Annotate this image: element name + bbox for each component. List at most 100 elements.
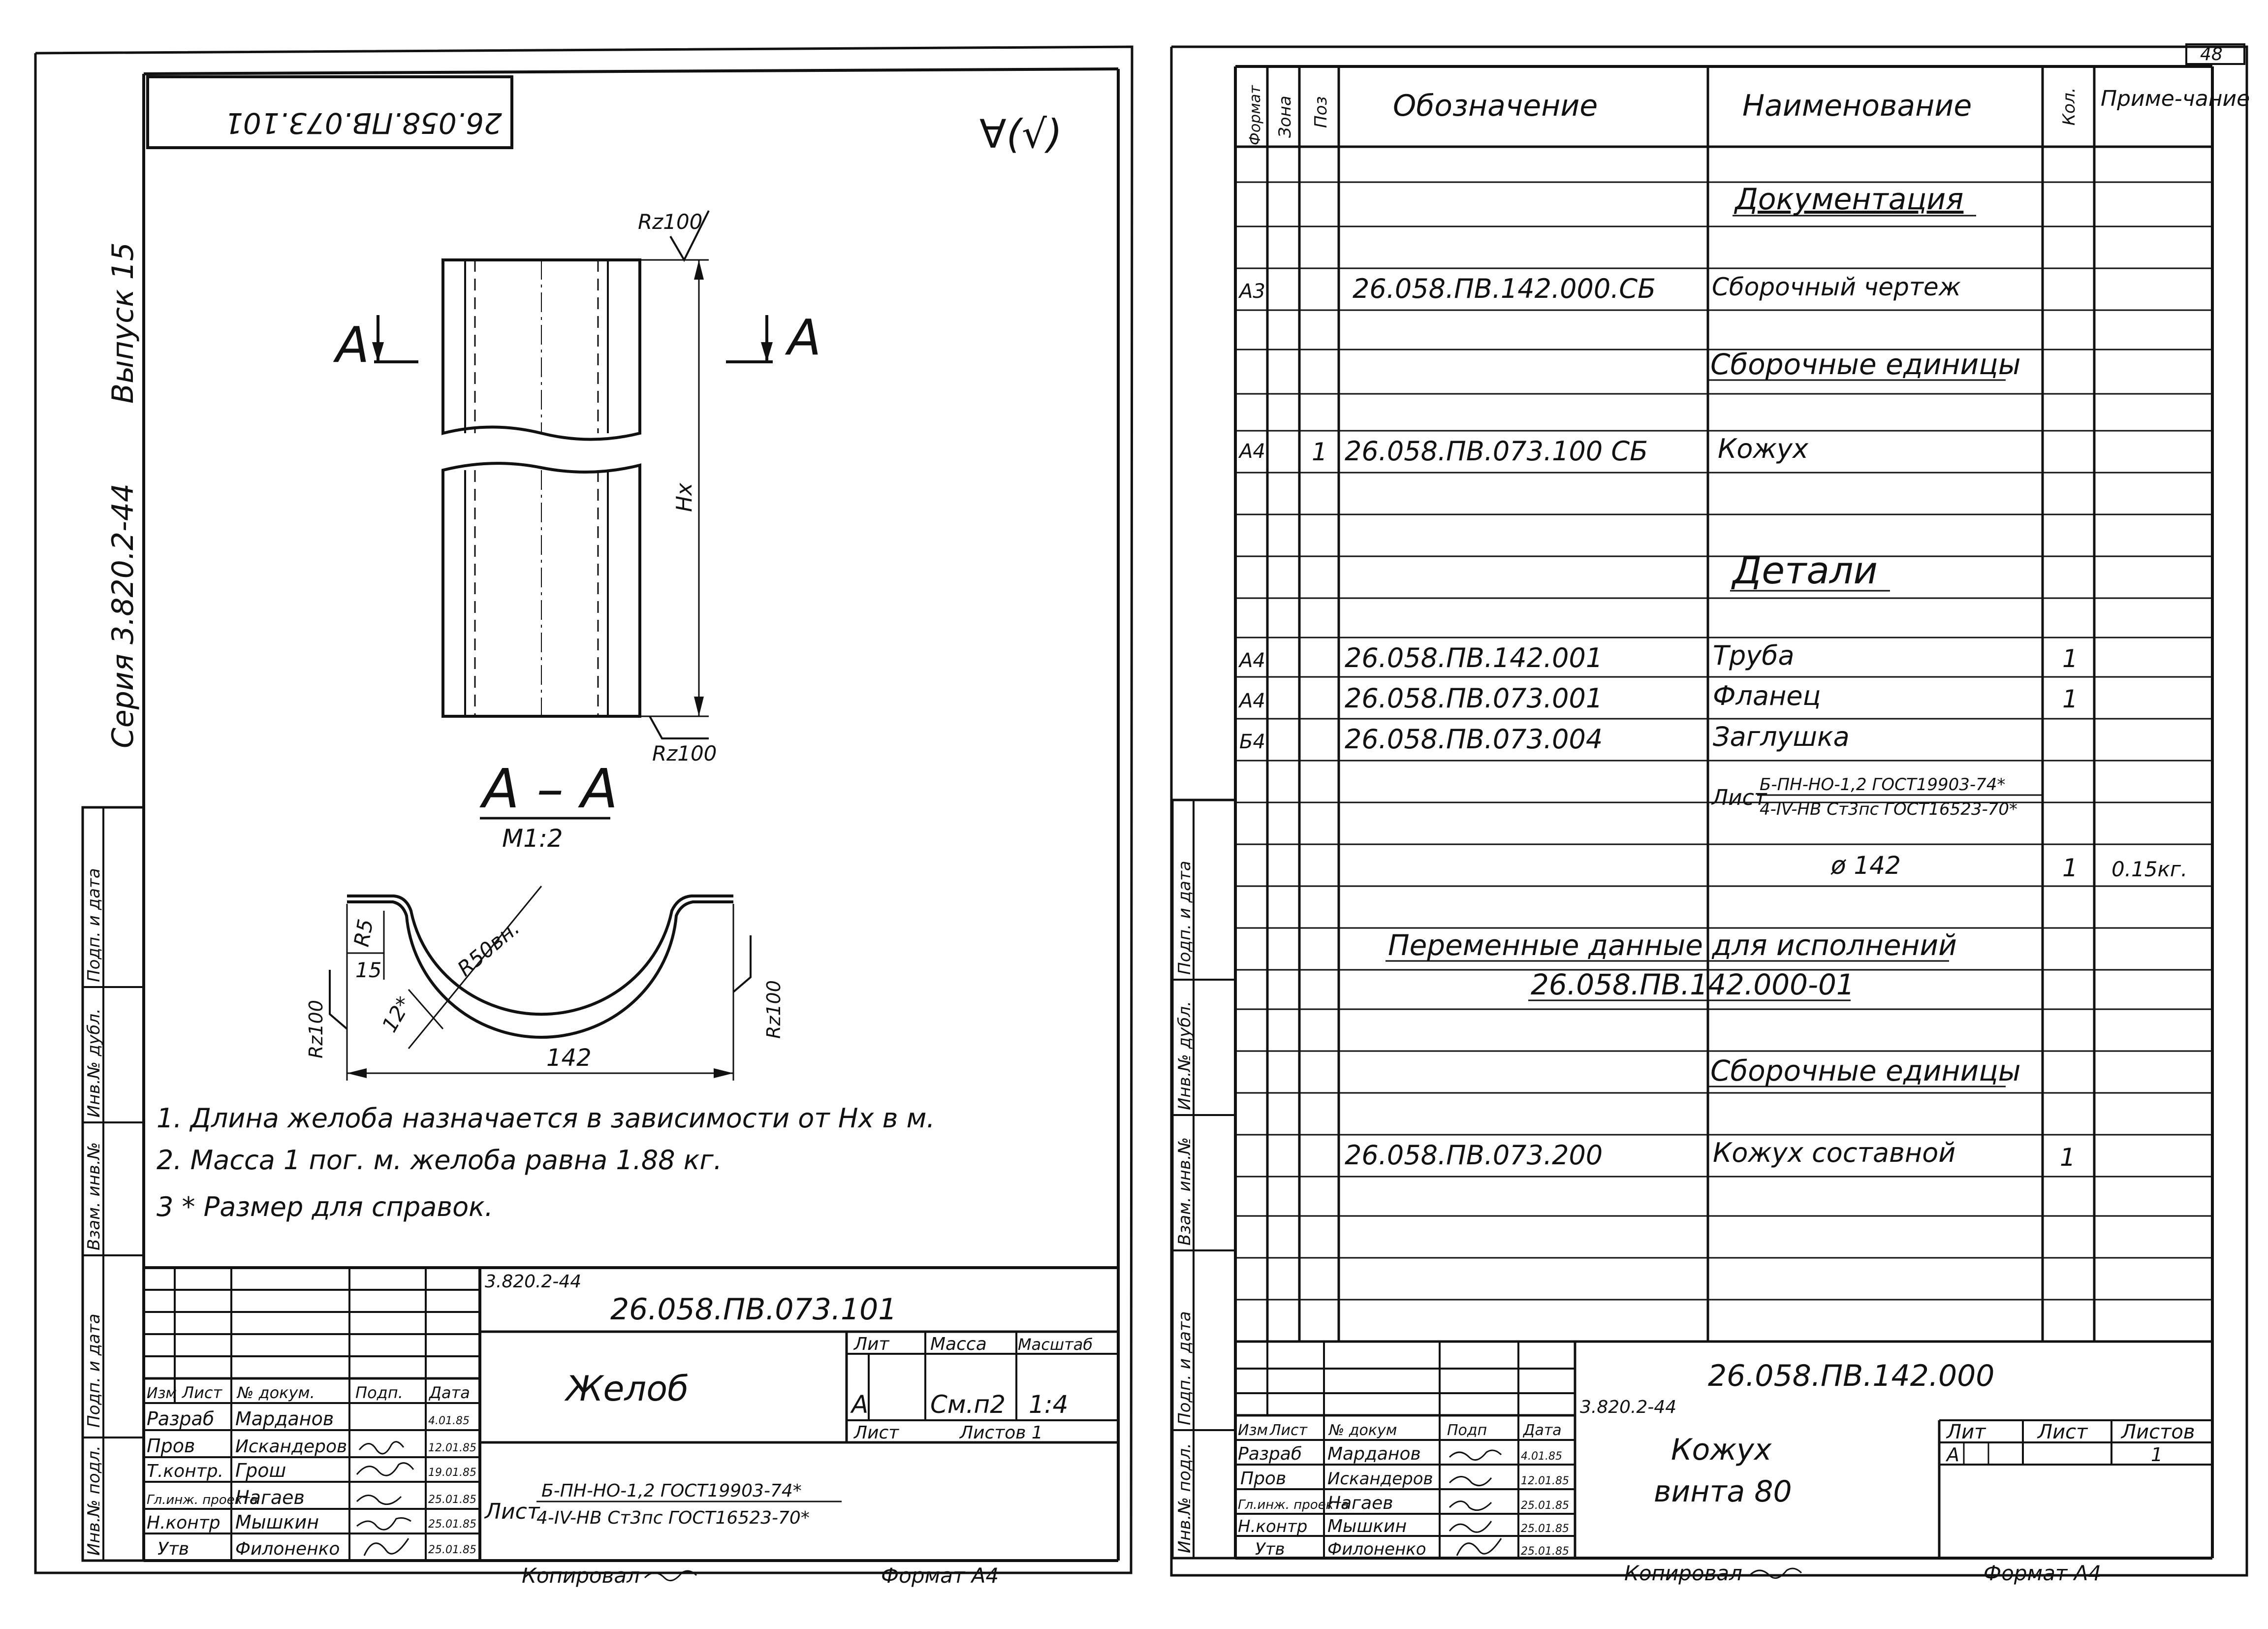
- signature: [1456, 1538, 1502, 1556]
- tb-sheets-label: Листов 1: [959, 1423, 1043, 1443]
- left-title-block: Изм Лист № докум. Подп. Дата Разраб Пров…: [144, 1266, 1118, 1561]
- material-diameter: ø 142: [1830, 851, 1901, 880]
- side-col-label: Инв.№ дубл.: [84, 1008, 104, 1118]
- section-variable-code: 26.058.ПВ.142.000-01: [1531, 968, 1855, 1001]
- tb-role: Пров: [147, 1435, 195, 1457]
- tb-role: Пров: [1240, 1469, 1286, 1489]
- tb-date: 25.01.85: [1521, 1545, 1569, 1558]
- tb-person: Искандеров: [235, 1437, 347, 1457]
- rz-right: Rz100: [763, 980, 785, 1039]
- side-col-label: Взам. инв.№: [1175, 1137, 1195, 1246]
- left-side-columns: Инв.№ подл. Подп. и дата Взам. инв.№ Инв…: [81, 806, 145, 1562]
- signature: [358, 1441, 405, 1455]
- copier-signature: [644, 1570, 697, 1582]
- row-name: Кожух: [1718, 433, 1809, 464]
- tb-mass-value: См.п2: [930, 1390, 1006, 1419]
- signature: [356, 1495, 402, 1505]
- signature: [1449, 1501, 1492, 1511]
- tb-person: Филоненко: [1327, 1539, 1426, 1559]
- note-1: 1. Длина желоба назначается в зависимост…: [157, 1103, 935, 1134]
- footer-format: Формат А4: [1984, 1561, 2101, 1585]
- copier-signature: [1749, 1567, 1802, 1579]
- tb-sheet-label: Лист: [853, 1423, 899, 1443]
- signature: [1449, 1521, 1492, 1533]
- tb-sheet-label: Лист: [2037, 1421, 2088, 1443]
- side-col-label: Инв.№ подл.: [84, 1445, 104, 1556]
- tb-sheets-value: 1: [2151, 1444, 2163, 1466]
- table-row: А4 1 26.058.ПВ.073.100 СБ Кожух: [1238, 433, 1809, 467]
- tb-header: Лист: [182, 1383, 222, 1402]
- note-2: 2. Масса 1 пог. м. желоба равна 1.88 кг.: [157, 1145, 722, 1176]
- material-note: 0.15кг.: [2111, 857, 2187, 881]
- tb-material-line2: 4-IV-НВ Ст3пс ГОСТ16523-70*: [536, 1508, 810, 1528]
- tb-role: Т.контр.: [147, 1461, 223, 1481]
- tb-role: Утв: [1255, 1539, 1285, 1559]
- header-name: Наименование: [1742, 89, 1972, 123]
- tb-role: Утв: [158, 1539, 189, 1559]
- tb-material-prefix: Лист: [484, 1499, 540, 1524]
- section-variable-data: Переменные данные для исполнений: [1388, 928, 1957, 962]
- tb-role: Разраб: [1238, 1444, 1302, 1464]
- table-row: А4 26.058.ПВ.142.001 Труба 1: [1238, 640, 2078, 673]
- right-side-columns: Инв.№ подл. Подп. и дата Взам. инв.№ Инв…: [1171, 799, 1237, 1560]
- header-qty: Кол.: [2059, 88, 2079, 126]
- tb-code: 26.058.ПВ.142.000: [1708, 1359, 1994, 1393]
- note-3: 3 * Размер для справок.: [157, 1191, 493, 1222]
- section-right-letter: А: [785, 309, 821, 366]
- table-row: 26.058.ПВ.073.200 Кожух составной 1: [1345, 1137, 2076, 1172]
- tb-role: Н.контр: [1238, 1517, 1307, 1536]
- row-format: А4: [1238, 440, 1265, 463]
- tb-date: 12.01.85: [1521, 1475, 1569, 1487]
- signature: [356, 1462, 414, 1476]
- header-designation: Обозначение: [1393, 89, 1598, 123]
- tb-header: Лист: [1269, 1422, 1308, 1439]
- tb-role: Гл.инж. проекта: [147, 1493, 257, 1507]
- tb-date: 12.01.85: [428, 1442, 476, 1454]
- tb-lit-label: Лит: [853, 1334, 889, 1354]
- radius-50: R50вн.: [453, 916, 524, 981]
- tb-header: Дата: [1522, 1422, 1562, 1439]
- radius-5: R5: [349, 917, 378, 949]
- material-line2: 4-IV-НВ Ст3пс ГОСТ16523-70*: [1760, 799, 2017, 819]
- header-zone: Зона: [1275, 96, 1295, 138]
- material-line1: Б-ПН-НО-1,2 ГОСТ19903-74*: [1760, 775, 2005, 795]
- row-designation: 26.058.ПВ.142.000.СБ: [1353, 273, 1656, 304]
- side-stamp-issue: Выпуск 15: [106, 242, 140, 404]
- tb-date: 4.01.85: [1521, 1450, 1562, 1463]
- tb-person: Нагаев: [235, 1487, 305, 1508]
- tb-mass-label: Масса: [930, 1334, 987, 1354]
- tb-scale-value: 1:4: [1029, 1390, 1068, 1419]
- tb-lit-value: А: [1945, 1444, 1959, 1466]
- row-designation: 26.058.ПВ.073.004: [1345, 724, 1603, 755]
- row-pos: 1: [1312, 438, 1327, 466]
- tb-date: 25.01.85: [1521, 1523, 1569, 1535]
- row-format: А3: [1238, 280, 1265, 303]
- dim-12: 12*: [377, 992, 416, 1036]
- tb-header: Дата: [428, 1383, 470, 1402]
- tb-role: Гл.инж. проекта: [1238, 1498, 1349, 1512]
- rz-bottom: Rz100: [652, 741, 717, 766]
- tb-code: 26.058.ПВ.073.101: [610, 1292, 897, 1327]
- tb-name-line2: винта 80: [1654, 1474, 1792, 1509]
- spec-rows: А3 26.058.ПВ.142.000.СБ Сборочный чертеж…: [1238, 273, 2187, 1172]
- tb-person: Нагаев: [1327, 1493, 1393, 1513]
- tb-date: 25.01.85: [428, 1494, 476, 1506]
- side-col-label: Подп. и дата: [1175, 1311, 1195, 1425]
- tb-date: 25.01.85: [428, 1518, 476, 1531]
- tb-sheets-label: Листов: [2120, 1421, 2195, 1443]
- dim-15: 15: [355, 958, 381, 982]
- tb-header: Подп: [1447, 1422, 1487, 1439]
- tb-scale-label: Масштаб: [1018, 1335, 1093, 1354]
- elevation-view: Hx Rz100 Rz100 А А: [333, 210, 821, 766]
- material-qty: 1: [2062, 854, 2078, 882]
- table-row: А4 26.058.ПВ.073.001 Фланец 1: [1238, 680, 2078, 714]
- tb-date: 4.01.85: [428, 1415, 470, 1427]
- section-documentation: Документация: [1733, 182, 1963, 217]
- tb-role: Разраб: [147, 1408, 214, 1430]
- tb-person: Марданов: [235, 1408, 334, 1430]
- footer-format: Формат А4: [881, 1564, 999, 1588]
- tb-lit-label: Лит: [1946, 1421, 1986, 1443]
- section-assembly-units: Сборочные единицы: [1710, 348, 2021, 381]
- right-title-block: Изм Лист № докум Подп Дата Разраб Пров Г…: [1235, 1342, 2212, 1559]
- header-pos: Поз: [1311, 96, 1331, 128]
